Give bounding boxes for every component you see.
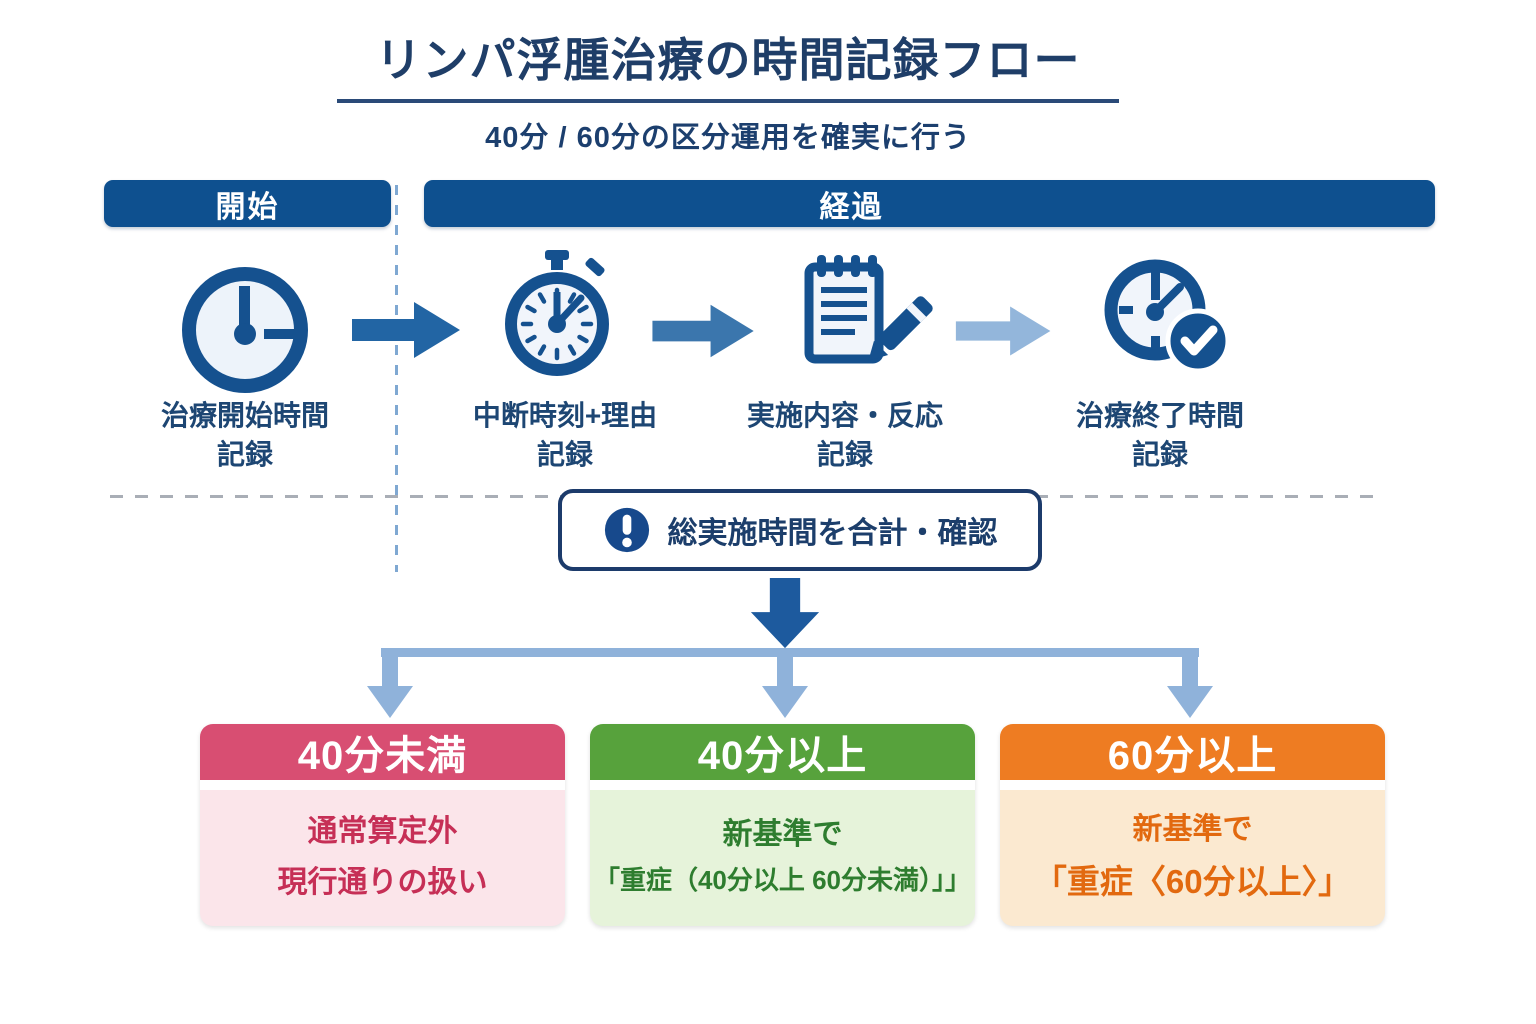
branch-body: 新基準で 「重症（40分以上 60分未満）」」 [593,818,972,895]
phase-progress-label: 経過 [819,190,884,224]
branch-under-40min: 40分未満 通常算定外 現行通りの扱い [200,724,565,926]
branch-body: 新基準で 「重症〈60分以上〉」 [1033,812,1352,900]
vertical-dashed-divider [395,185,398,572]
branch-body: 通常算定外 現行通りの扱い [277,814,488,899]
phase-progress-bar: 経過 [424,180,1435,227]
arrow-right-icon [652,304,754,358]
page-title: リンパ浮腫治療の時間記録フロー [375,34,1081,86]
arrow-right-icon [352,302,460,358]
notepad-pencil-icon [804,255,933,364]
title-underline [337,99,1119,103]
arrow-down-icon [750,578,820,649]
checkpoint-label: 総実施時間を合計・確認 [667,517,998,550]
arrow-right-icon [955,306,1051,356]
branch-over-60min: 60分以上 新基準で 「重症〈60分以上〉」 [1000,724,1385,926]
branch-arrows-icon [367,648,1213,718]
header-block: リンパ浮腫治療の時間記録フロー 40分 / 60分の区分運用を確実に行う [0,24,1456,156]
clock-icon [182,267,308,393]
phase-start-bar: 開始 [104,180,391,227]
step-label: 治療開始時間 記録 [160,400,329,470]
branch-header: 60分以上 [1000,724,1385,790]
phase-start-label: 開始 [215,190,280,224]
step-label: 治療終了時間 記録 [1075,400,1244,470]
checkpoint-box: 総実施時間を合計・確認 [558,489,1042,571]
branch-header: 40分以上 [590,724,975,790]
step-label: 中断時刻+理由 記録 [472,400,658,470]
exclamation-icon [604,507,649,553]
stopwatch-icon [505,250,609,376]
step-label: 実施内容・反応 記録 [746,400,943,470]
page-subtitle: 40分 / 60分の区分運用を確実に行う [485,122,971,154]
clock-check-icon [1104,259,1231,374]
branch-header: 40分未満 [200,724,565,790]
branch-over-40min: 40分以上 新基準で 「重症（40分以上 60分未満）」」 [590,724,975,926]
